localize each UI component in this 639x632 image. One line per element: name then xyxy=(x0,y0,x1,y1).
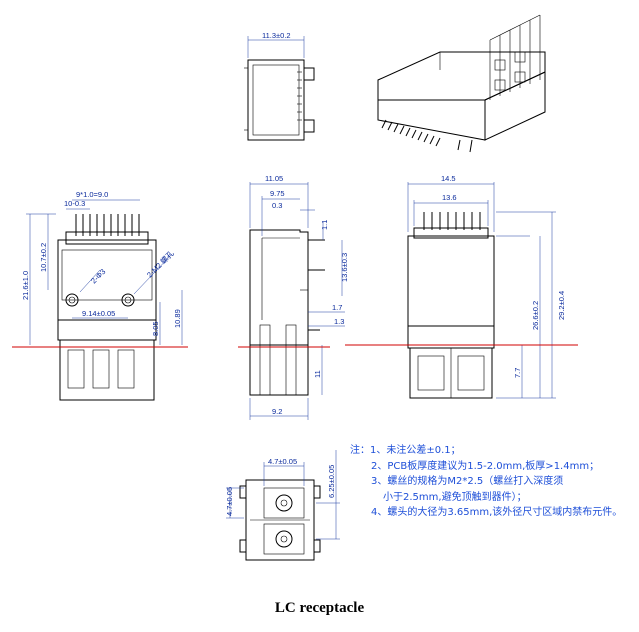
side-view: 11.05 9.75 0.3 1.1 13.6±0.3 1.7 1.3 11 9… xyxy=(249,174,349,420)
dim-front-21-6: 21.6±1.0 xyxy=(21,271,30,300)
dim-front-pitch: 9*1.0=9.0 xyxy=(76,190,108,199)
dim-side-11-05: 11.05 xyxy=(265,174,283,183)
dim-rear-7-7: 7.7 xyxy=(513,368,522,378)
dim-top-width: 11.3±0.2 xyxy=(262,31,291,40)
dim-front-8-05: 8.05 xyxy=(151,321,160,336)
dim-side-9-75: 9.75 xyxy=(270,189,285,198)
note-4: 4、螺头的大径为3.65mm,该外径尺寸区域内禁布元件。 xyxy=(371,507,623,518)
dim-side-1-3: 1.3 xyxy=(334,317,344,326)
dim-front-screws: 2-M2 螺孔 xyxy=(144,248,176,280)
dim-side-1-1: 1.1 xyxy=(320,220,329,230)
dim-port-4-7w: 4.7±0.05 xyxy=(268,457,297,466)
dim-front-10-3: 10-0.3 xyxy=(64,199,85,208)
port-view: 4.7±0.05 4.7±0.05 6.25±0.05 xyxy=(225,450,340,561)
figure-caption: LC receptacle xyxy=(274,600,365,616)
note-3a: 3、螺丝的规格为M2*2.5（螺丝打入深度须 xyxy=(371,476,564,487)
dim-side-9-2: 9.2 xyxy=(272,407,282,416)
dim-rear-13-6: 13.6 xyxy=(442,193,457,202)
notes-block: 注：1、未注公差±0.1； 2、PCB板厚度建议为1.5-2.0mm,板厚>1.… xyxy=(350,443,635,521)
dim-front-9-14: 9.14±0.05 xyxy=(82,309,115,318)
note-1: 注：1、未注公差±0.1； xyxy=(350,445,461,456)
pcb-reference-line xyxy=(12,344,578,348)
rear-view: 14.5 13.6 26.6±0.2 29.2±0.4 7.7 xyxy=(407,174,566,399)
front-view: 9*1.0=9.0 10-0.3 10.7±0.2 21.6±1.0 2-Φ3 … xyxy=(21,190,183,401)
dim-front-10-89: 10.89 xyxy=(173,309,182,328)
note-2: 2、PCB板厚度建议为1.5-2.0mm,板厚>1.4mm； xyxy=(371,460,600,472)
dim-side-11: 11 xyxy=(313,370,322,378)
note-3b: 小于2.5mm,避免顶触到器件）； xyxy=(383,491,527,503)
dim-rear-14-5: 14.5 xyxy=(441,174,456,183)
top-view: 11.3±0.2 xyxy=(244,31,315,141)
dim-side-0-3: 0.3 xyxy=(272,201,282,210)
dim-front-10-7: 10.7±0.2 xyxy=(39,243,48,272)
dim-front-holes: 2-Φ3 xyxy=(89,267,107,285)
dim-side-1-7: 1.7 xyxy=(332,303,342,312)
dim-rear-26-6: 26.6±0.2 xyxy=(531,301,540,330)
dim-rear-29-2: 29.2±0.4 xyxy=(557,291,566,320)
isometric-view xyxy=(377,14,546,153)
dim-side-13-6: 13.6±0.3 xyxy=(340,253,349,282)
dim-port-4-7h: 4.7±0.05 xyxy=(225,487,234,516)
dim-port-6-25: 6.25±0.05 xyxy=(327,465,336,498)
